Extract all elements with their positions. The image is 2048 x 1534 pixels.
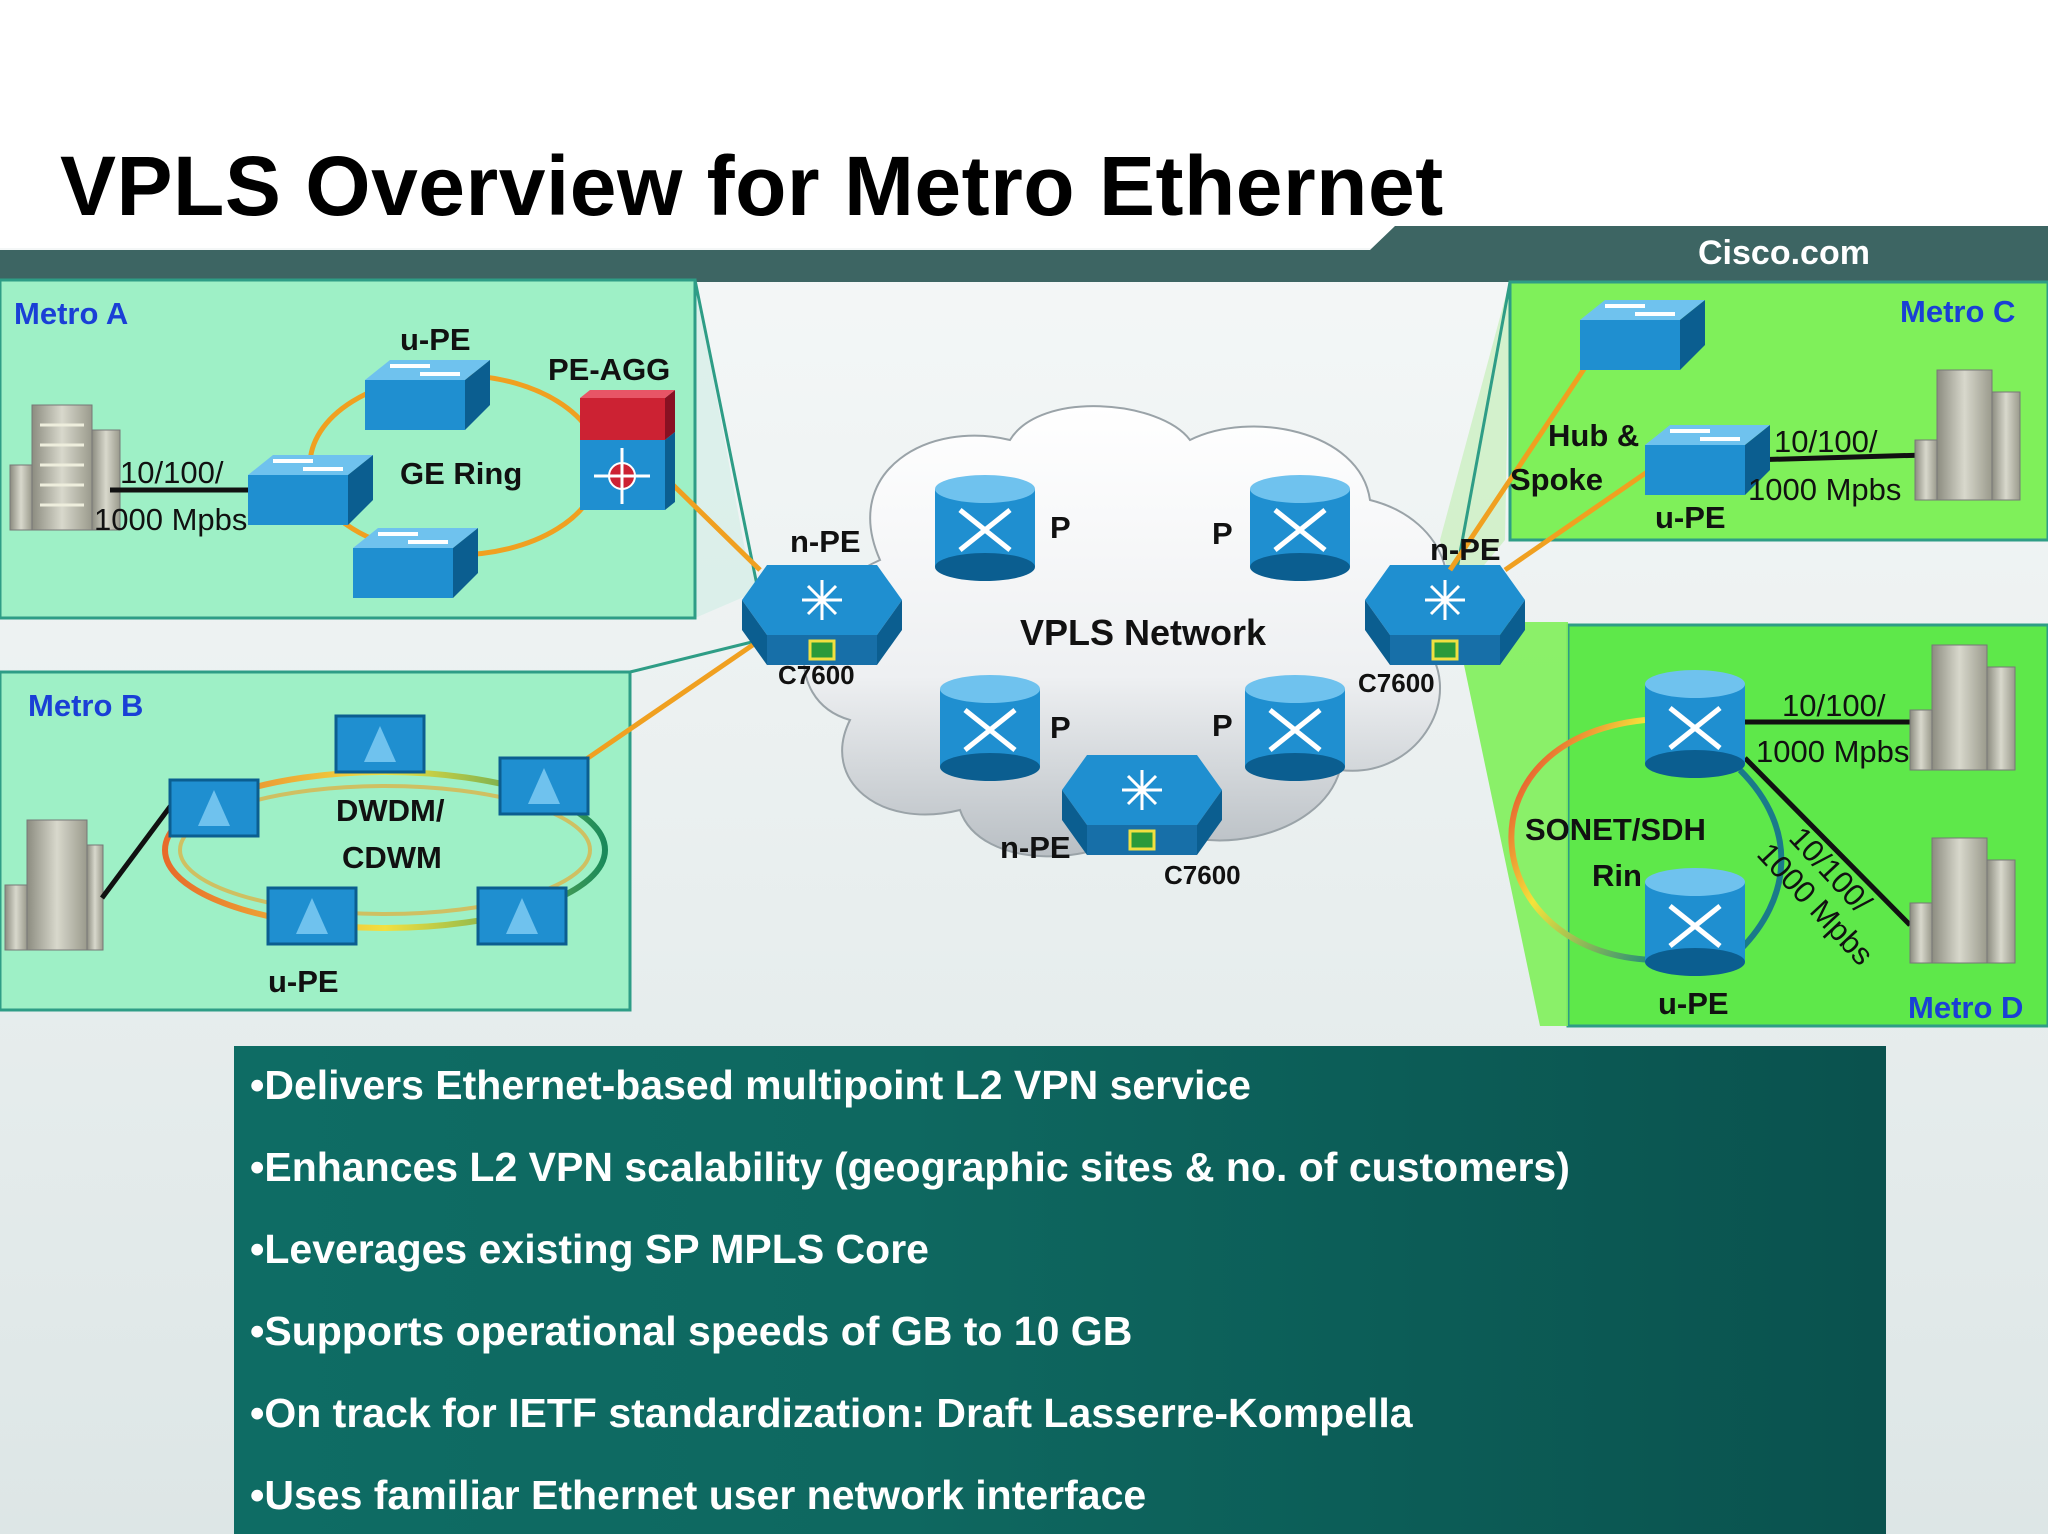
header-bar: [0, 226, 2048, 282]
bullet-item: •Enhances L2 VPN scalability (geographic…: [250, 1144, 1570, 1190]
dwdm-label-line2: CDWM: [342, 840, 442, 875]
building-icon: [1909, 644, 2016, 771]
dwdm-node-icon: [476, 886, 568, 946]
npe-right-model: C7600: [1358, 668, 1435, 698]
metro-d-speed1-line2: 1000 Mpbs: [1756, 734, 1910, 769]
npe-router-icon: [742, 565, 902, 665]
sonet-router-icon: [1645, 670, 1745, 778]
metro-a-label: Metro A: [14, 296, 129, 331]
metro-c-label: Metro C: [1900, 294, 2016, 329]
dwdm-node-icon: [334, 714, 426, 774]
hub-spoke-line1: Hub &: [1548, 418, 1640, 453]
pe-agg-label: PE-AGG: [548, 352, 671, 387]
building-icon: [9, 404, 121, 531]
dwdm-label-line1: DWDM/: [336, 793, 445, 828]
switch-icon: [1645, 425, 1770, 495]
metro-d-upe-label: u-PE: [1658, 986, 1729, 1021]
npe-left-model: C7600: [778, 660, 855, 690]
metro-c-speed-line2: 1000 Mpbs: [1748, 472, 1902, 507]
npe-left-label: n-PE: [790, 524, 861, 559]
dwdm-node-icon: [498, 756, 590, 816]
building-icon: [1909, 837, 2016, 964]
slide-title: VPLS Overview for Metro Ethernet: [60, 139, 1444, 233]
switch-icon: [1580, 300, 1705, 370]
building-icon: [1914, 369, 2021, 501]
sonet-router-icon: [1645, 868, 1745, 976]
metro-b-upe-label: u-PE: [268, 964, 339, 999]
npe-bottom-label: n-PE: [1000, 830, 1071, 865]
metro-d-label: Metro D: [1908, 990, 2024, 1025]
p-router-label: P: [1212, 708, 1233, 743]
pe-agg-switch-icon: [580, 390, 675, 510]
brand-logo-text: Cisco.com: [1698, 234, 1870, 272]
p-router-label: P: [1050, 510, 1071, 545]
feature-bullets-box: •Delivers Ethernet-based multipoint L2 V…: [234, 1046, 1886, 1534]
npe-right-label: n-PE: [1430, 532, 1501, 567]
metro-a-speed-line1: 10/100/: [120, 455, 224, 490]
vpls-network-label: VPLS Network: [1020, 612, 1267, 653]
metro-d-speed1-line1: 10/100/: [1782, 688, 1886, 723]
hub-spoke-line2: Spoke: [1510, 462, 1604, 497]
npe-bottom-model: C7600: [1164, 860, 1241, 890]
p-router-label: P: [1050, 710, 1071, 745]
metro-c-speed-line1: 10/100/: [1774, 424, 1878, 459]
metro-b-panel: [0, 670, 632, 1012]
dwdm-node-icon: [266, 886, 358, 946]
p-router-icon: [940, 675, 1040, 781]
metro-a-speed-line2: 1000 Mpbs: [94, 502, 248, 537]
metro-a-upe-label: u-PE: [400, 322, 471, 357]
bullet-item: •Supports operational speeds of GB to 10…: [250, 1308, 1133, 1354]
npe-router-icon: [1062, 755, 1222, 855]
npe-router-icon: [1365, 565, 1525, 665]
switch-icon: [365, 360, 490, 430]
bullet-item: •On track for IETF standardization: Draf…: [250, 1390, 1413, 1436]
bullet-item: •Leverages existing SP MPLS Core: [250, 1226, 929, 1272]
building-icon: [4, 819, 104, 951]
switch-icon: [353, 528, 478, 598]
metro-b-label: Metro B: [28, 688, 144, 723]
sonet-label-line1: SONET/SDH: [1525, 812, 1706, 847]
p-router-icon: [1250, 475, 1350, 581]
p-router-icon: [1245, 675, 1345, 781]
bullet-item: •Uses familiar Ethernet user network int…: [250, 1472, 1147, 1518]
p-router-icon: [935, 475, 1035, 581]
p-router-label: P: [1212, 516, 1233, 551]
dwdm-node-icon: [168, 778, 260, 838]
sonet-label-line2: Rin: [1592, 858, 1642, 893]
ge-ring-label: GE Ring: [400, 456, 523, 491]
bullet-item: •Delivers Ethernet-based multipoint L2 V…: [250, 1062, 1251, 1108]
metro-c-upe-label: u-PE: [1655, 500, 1726, 535]
switch-icon: [248, 455, 373, 525]
